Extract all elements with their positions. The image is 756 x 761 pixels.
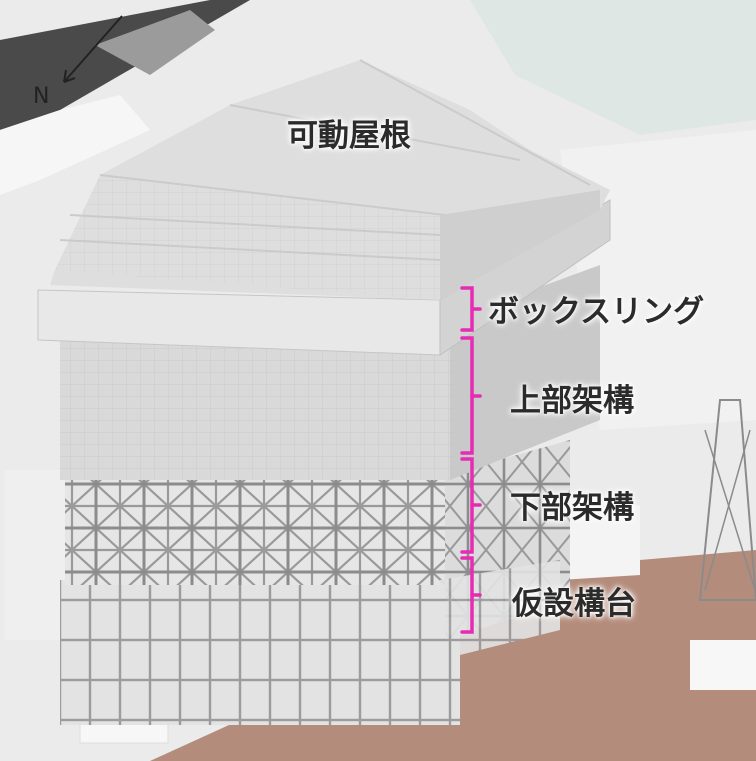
lower-frame-label: 下部架構 bbox=[510, 490, 634, 526]
movable-roof-label: 可動屋根 bbox=[287, 118, 411, 154]
right-crane-tower bbox=[698, 399, 756, 601]
upper-frame-label: 上部架構 bbox=[510, 383, 634, 419]
road-plaza bbox=[95, 10, 215, 75]
pool-basin bbox=[470, 0, 756, 135]
north-label: N bbox=[33, 84, 50, 109]
upper-left-lot bbox=[0, 95, 150, 195]
box-ring-label: ボックスリング bbox=[488, 294, 705, 330]
temporary-platform-label: 仮設構台 bbox=[512, 586, 636, 622]
right-blocks bbox=[690, 640, 756, 690]
north-arrow-icon bbox=[63, 15, 123, 83]
lower-frame-front bbox=[65, 475, 445, 585]
label-brackets bbox=[460, 286, 482, 634]
temporary-platform bbox=[60, 580, 460, 725]
right-small-block bbox=[555, 505, 640, 580]
